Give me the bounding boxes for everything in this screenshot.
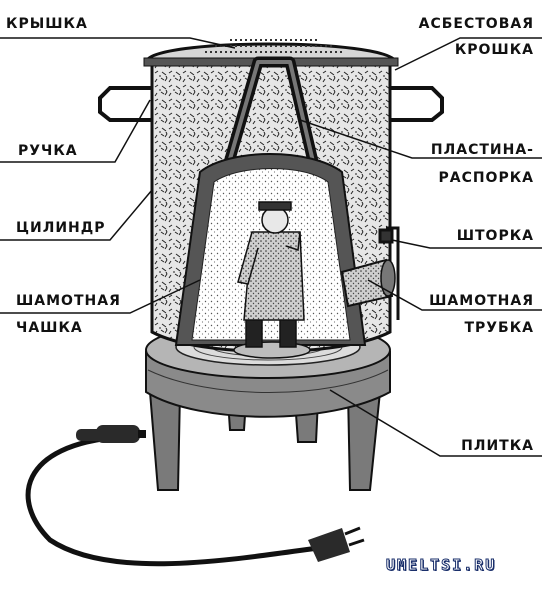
shutter xyxy=(378,226,400,320)
label-asbestos-2: КРОШКА xyxy=(454,42,534,58)
label-cylinder: ЦИЛИНДР xyxy=(16,220,106,236)
power-cord xyxy=(25,434,319,567)
label-cup-2: ЧАШКА xyxy=(16,320,83,336)
label-plate-2: РАСПОРКА xyxy=(438,170,534,186)
leader-lines xyxy=(0,37,542,457)
chamotte-tube xyxy=(340,258,396,308)
handles xyxy=(98,86,444,122)
label-lid: КРЫШКА xyxy=(6,16,88,32)
label-plate-1: ПЛАСТИНА- xyxy=(430,142,534,158)
label-tube-2: ТРУБКА xyxy=(464,320,534,336)
label-handle: РУЧКА xyxy=(18,143,78,159)
watermark: UMELTSI.RU xyxy=(385,556,497,575)
label-tube-1: ШАМОТНАЯ xyxy=(429,293,534,309)
figurine xyxy=(233,201,311,359)
label-stove: ПЛИТКА xyxy=(461,438,534,454)
plug-left xyxy=(76,425,146,443)
label-asbestos-1: АСБЕСТОВАЯ xyxy=(418,16,534,32)
label-cup-1: ШАМОТНАЯ xyxy=(16,293,121,309)
lid xyxy=(143,39,399,67)
plug-right xyxy=(308,526,365,562)
label-shutter: ШТОРКА xyxy=(456,228,534,244)
